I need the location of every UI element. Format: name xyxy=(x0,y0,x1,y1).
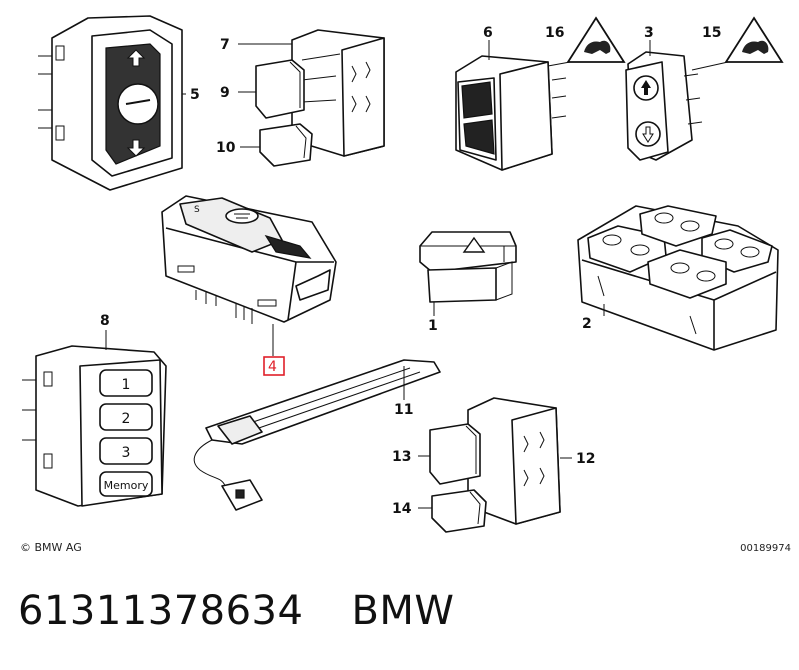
part-6-rocker-switch xyxy=(455,40,567,171)
memory-key-1: 1 xyxy=(122,377,131,393)
part-8-memory-switch: 1 2 3 Memory xyxy=(22,330,167,507)
label-5: 5 xyxy=(190,87,200,103)
part-1-hazard-switch xyxy=(419,231,517,316)
part-7-switch-block xyxy=(291,29,385,157)
label-16: 16 xyxy=(545,25,564,41)
label-7: 7 xyxy=(220,37,230,53)
part-4-center-switch: S xyxy=(161,195,337,356)
part-12-switch-block xyxy=(467,397,572,525)
label-3: 3 xyxy=(644,25,654,41)
part-13-key xyxy=(418,423,481,485)
brand-name: BMW xyxy=(351,588,455,634)
label-8: 8 xyxy=(100,313,110,329)
label-1: 1 xyxy=(428,318,438,334)
label-12: 12 xyxy=(576,451,595,467)
memory-key-3: 3 xyxy=(122,445,131,461)
svg-text:S: S xyxy=(194,205,200,215)
part-11-heating-pad xyxy=(193,359,441,511)
copyright-text: © BMW AG xyxy=(20,541,82,554)
part-number: 61311378634 xyxy=(18,588,304,634)
warning-triangle-15 xyxy=(724,16,784,63)
label-11: 11 xyxy=(394,402,413,418)
label-6: 6 xyxy=(483,25,493,41)
part-9-key xyxy=(255,59,305,119)
memory-key-2: 2 xyxy=(122,411,131,427)
part-5-window-switch xyxy=(38,15,186,191)
label-13: 13 xyxy=(392,449,411,465)
label-9: 9 xyxy=(220,85,230,101)
label-2: 2 xyxy=(582,316,592,332)
label-15: 15 xyxy=(702,25,721,41)
warning-triangle-16 xyxy=(566,16,626,63)
label-10: 10 xyxy=(216,140,236,156)
label-4-highlight-box xyxy=(263,356,285,376)
part-2-switch-block xyxy=(577,205,779,351)
part-10-key xyxy=(259,123,313,167)
label-14: 14 xyxy=(392,501,412,517)
memory-key-memory: Memory xyxy=(104,479,149,492)
label-4: 4 xyxy=(268,359,277,375)
parts-diagram: 5 7 9 10 6 16 15 xyxy=(22,15,784,533)
part-14-key xyxy=(418,489,487,533)
diagram-code: 00189974 xyxy=(740,543,791,554)
part-3-up-down-switch xyxy=(547,40,729,161)
part-caption: 61311378634 BMW xyxy=(18,588,454,634)
